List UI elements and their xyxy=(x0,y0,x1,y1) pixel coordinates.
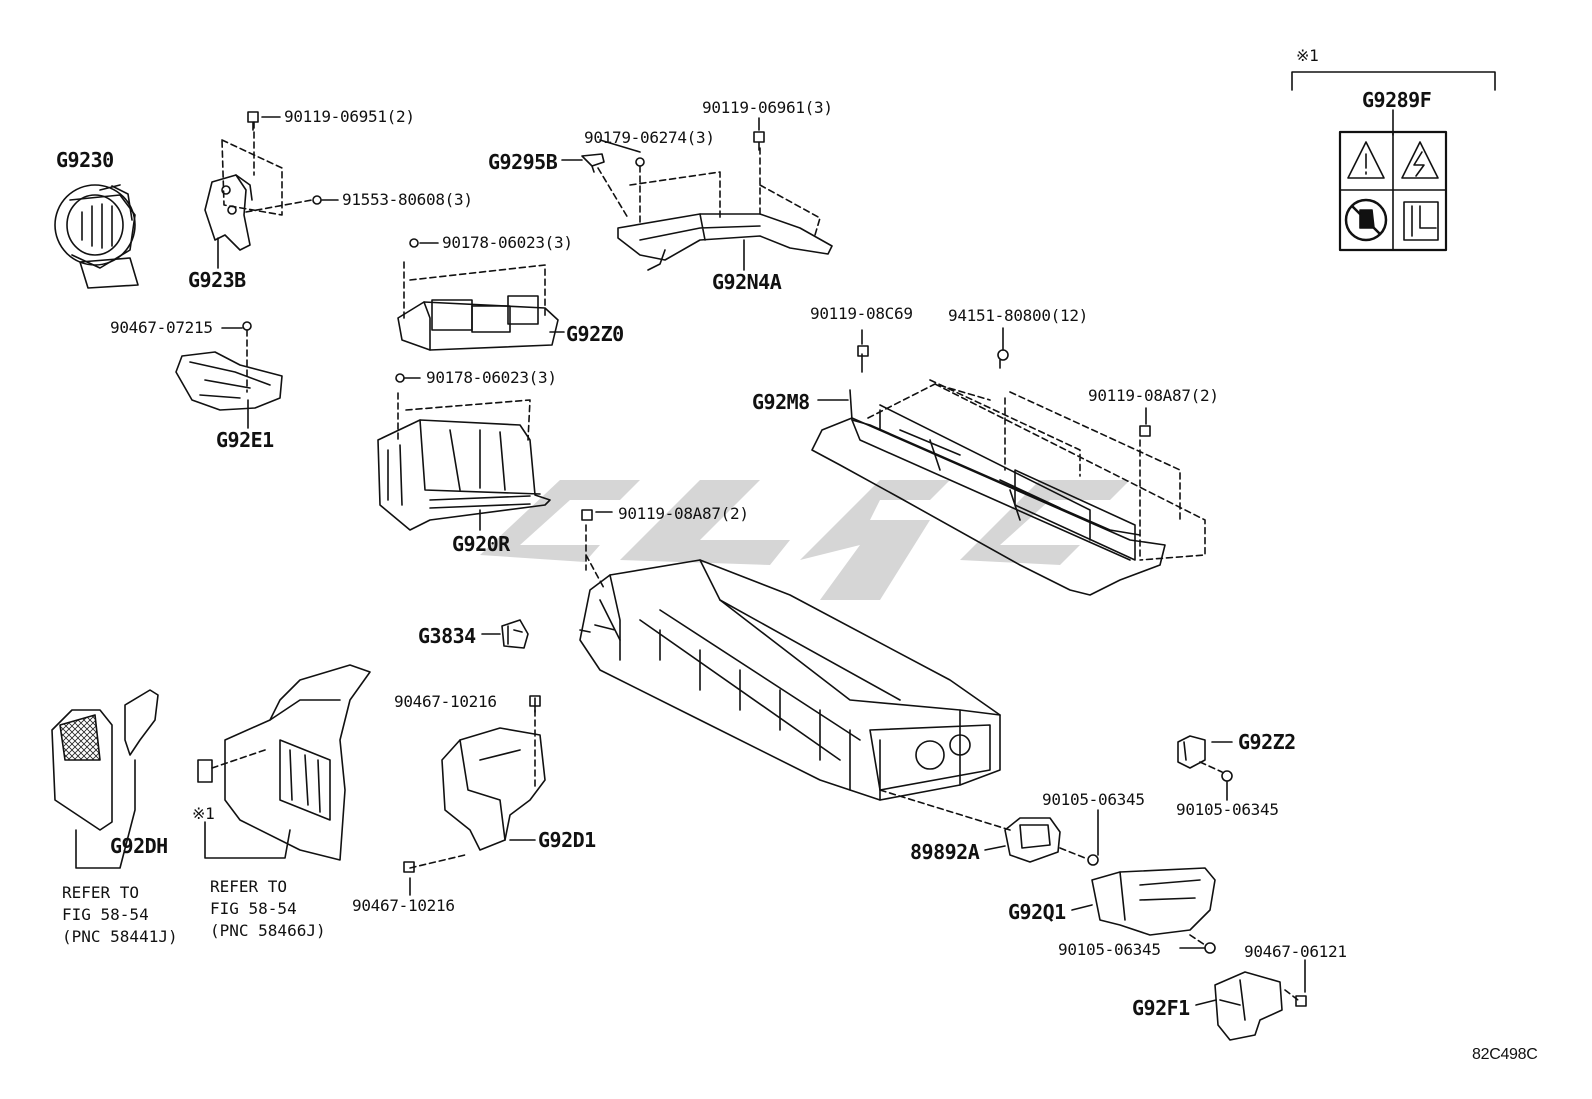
fastener-label-f9: 94151-80800(12) xyxy=(948,306,1088,325)
relay-box-g92z0 xyxy=(397,238,559,351)
part-label-g92z2: G92Z2 xyxy=(1238,730,1296,754)
part-label-g9295b: G9295B xyxy=(488,150,558,174)
duct-g92e1 xyxy=(175,321,283,411)
fastener-label-f4: 90467-07215 xyxy=(110,318,213,337)
fastener-label-f1: 90119-06951(2) xyxy=(284,107,415,126)
bracket-g92d1 xyxy=(403,695,546,873)
warning-label-g9289f xyxy=(1291,71,1496,252)
fastener-label-f12: 90467-10216 xyxy=(394,692,497,711)
bracket-g92z2 xyxy=(1177,735,1233,782)
part-label-g92q1: G92Q1 xyxy=(1008,900,1066,924)
bracket-g923b xyxy=(204,111,322,251)
part-label-g9230: G9230 xyxy=(56,148,114,172)
fastener-label-f10: 90119-08A87(2) xyxy=(1088,386,1219,405)
leader-lines xyxy=(99,116,1233,1006)
note-marker-left: ※1 xyxy=(192,804,215,823)
fastener-label-f13: 90467-10216 xyxy=(352,896,455,915)
part-label-g92m8: G92M8 xyxy=(752,390,810,414)
part-label-89892a: 89892A xyxy=(910,840,980,864)
watermark-logo xyxy=(480,480,1130,600)
fastener-label-f11: 90119-08A87(2) xyxy=(618,504,749,523)
duct-g92n4a xyxy=(597,131,833,271)
part-label-g92n4a: G92N4A xyxy=(712,270,782,294)
part-label-g92dh: G92DH xyxy=(110,834,168,858)
refer-line: (PNC 58466J) xyxy=(210,921,326,940)
rail-g92m8 xyxy=(811,345,1206,596)
part-label-g920r: G920R xyxy=(452,532,510,556)
clip-g3834 xyxy=(501,619,529,649)
fastener-label-f17: 90467-06121 xyxy=(1244,942,1347,961)
refer-line: FIG 58-54 xyxy=(210,899,297,918)
bracket-g92q1 xyxy=(1091,867,1216,954)
battery-pack xyxy=(579,509,1011,831)
refer-line: REFER TO xyxy=(210,877,288,896)
part-label-g92z0: G92Z0 xyxy=(566,322,624,346)
fastener-label-f14: 90105-06345 xyxy=(1042,790,1145,809)
fastener-label-f5: 90178-06023(3) xyxy=(426,368,557,387)
fastener-label-f16: 90105-06345 xyxy=(1058,940,1161,959)
sensor-89892a xyxy=(1004,809,1099,866)
part-label-g9289f: G9289F xyxy=(1362,88,1432,112)
fastener-label-f3: 90178-06023(3) xyxy=(442,233,573,252)
cover-g92dh xyxy=(51,689,159,869)
refer-line: (PNC 58441J) xyxy=(62,927,178,946)
clip-g9295b xyxy=(581,153,605,173)
cover-refer-58466j xyxy=(197,664,371,861)
fastener-label-f8: 90119-08C69 xyxy=(810,304,913,323)
diagram-id: 82C498C xyxy=(1472,1046,1538,1063)
part-label-g92d1: G92D1 xyxy=(538,828,596,852)
fastener-label-f15: 90105-06345 xyxy=(1176,800,1279,819)
refer-note-58466j: REFER TO FIG 58-54 (PNC 58466J) xyxy=(210,876,326,942)
note-marker-top: ※1 xyxy=(1296,46,1319,65)
part-label-g92e1: G92E1 xyxy=(216,428,274,452)
refer-line: FIG 58-54 xyxy=(62,905,149,924)
part-label-g92f1: G92F1 xyxy=(1132,996,1190,1020)
part-label-g3834: G3834 xyxy=(418,624,476,648)
tray-g920r xyxy=(377,373,551,531)
refer-line: REFER TO xyxy=(62,883,140,902)
fastener-label-f7: 90119-06961(3) xyxy=(702,98,833,117)
fastener-label-f6: 90179-06274(3) xyxy=(584,128,715,147)
bracket-g92f1 xyxy=(1214,959,1307,1041)
refer-note-58441j: REFER TO FIG 58-54 (PNC 58441J) xyxy=(62,882,178,948)
fastener-label-f2: 91553-80608(3) xyxy=(342,190,473,209)
blower-g9230 xyxy=(54,184,139,289)
part-label-g923b: G923B xyxy=(188,268,246,292)
